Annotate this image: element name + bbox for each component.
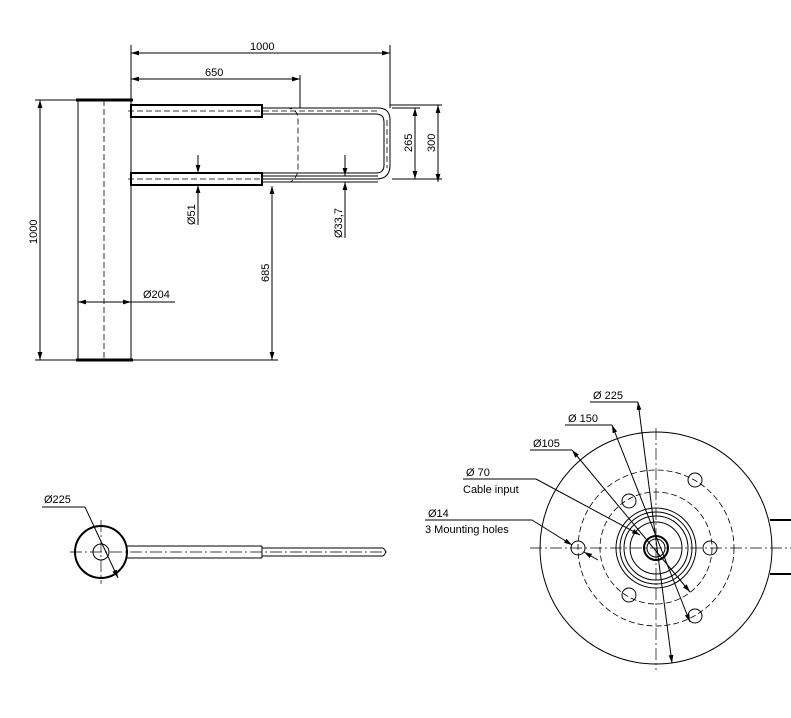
dim-base-diameter: Ø225: [44, 494, 71, 506]
lower-bar: [128, 172, 378, 186]
dim-inner-height: 265: [403, 134, 415, 152]
dim-base-outer: Ø 225: [593, 390, 623, 402]
front-view: 1000 650 265 300 1000 Ø204 685 Ø51 Ø33,7: [28, 41, 442, 362]
upper-bar: [128, 104, 391, 183]
dim-outer-height: 300: [426, 134, 438, 152]
dim-thick-length: 650: [205, 67, 223, 79]
dim-pole-diameter: Ø204: [143, 289, 170, 301]
dim-thin-tube: Ø33,7: [333, 208, 345, 238]
dim-bolt-circle: Ø 150: [568, 413, 598, 425]
top-view: Ø225: [42, 494, 390, 584]
holes-label: 3 Mounting holes: [425, 524, 509, 536]
dim-lower-bar-height: 685: [260, 264, 272, 282]
dim-pole-height: 1000: [28, 220, 40, 244]
dim-inner-circle: Ø105: [533, 438, 560, 450]
dim-thick-tube: Ø51: [186, 204, 198, 225]
dim-cable: Ø 70: [466, 467, 490, 479]
dim-total-width: 1000: [250, 41, 274, 53]
base-view: Ø 225 Ø 150 Ø105 Ø 70 Cable input Ø14 3 …: [425, 390, 791, 670]
cable-label: Cable input: [463, 484, 519, 496]
pole: [77, 99, 132, 361]
dim-holes: Ø14: [428, 508, 449, 520]
